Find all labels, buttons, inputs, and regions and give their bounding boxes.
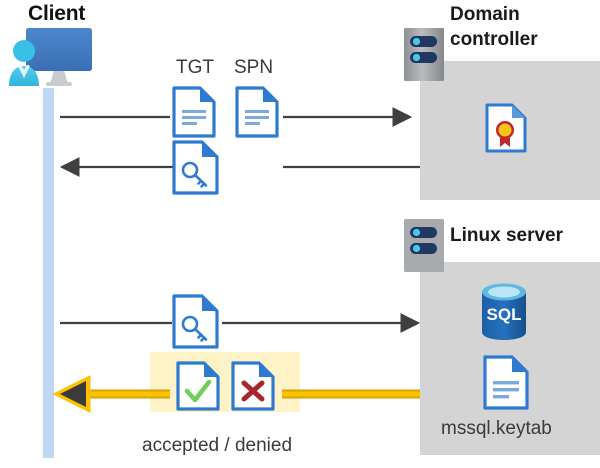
tgt-label: TGT [176, 57, 214, 78]
domain-controller-title: Domain controller [450, 2, 600, 52]
client-lifeline [43, 88, 54, 458]
spn-document-icon [235, 86, 279, 138]
client-title: Client [28, 2, 86, 25]
certificate-document-icon [485, 103, 527, 153]
tgt-document-icon [172, 86, 216, 138]
result-highlight-band [150, 352, 300, 412]
arrow-result-to-client [52, 374, 170, 414]
sql-database-icon: SQL [477, 281, 531, 343]
keytab-label: mssql.keytab [441, 418, 552, 439]
domain-controller-title-line2: controller [450, 29, 538, 50]
accepted-denied-label: accepted / denied [142, 435, 293, 456]
ticket-key-document-icon-upper [172, 140, 220, 195]
keytab-document-icon [483, 355, 529, 410]
denied-document-icon [231, 361, 275, 411]
linux-server-rack-icon [403, 218, 445, 273]
spn-label: SPN [234, 57, 274, 78]
domain-controller-title-line1: Domain [450, 4, 520, 25]
ticket-key-document-icon-lower [172, 294, 220, 349]
svg-text:SQL: SQL [487, 305, 522, 324]
accepted-document-icon [176, 361, 220, 411]
domain-controller-server-rack-icon [403, 27, 445, 82]
client-icon [6, 26, 106, 96]
linux-server-title: Linux server [450, 225, 563, 246]
